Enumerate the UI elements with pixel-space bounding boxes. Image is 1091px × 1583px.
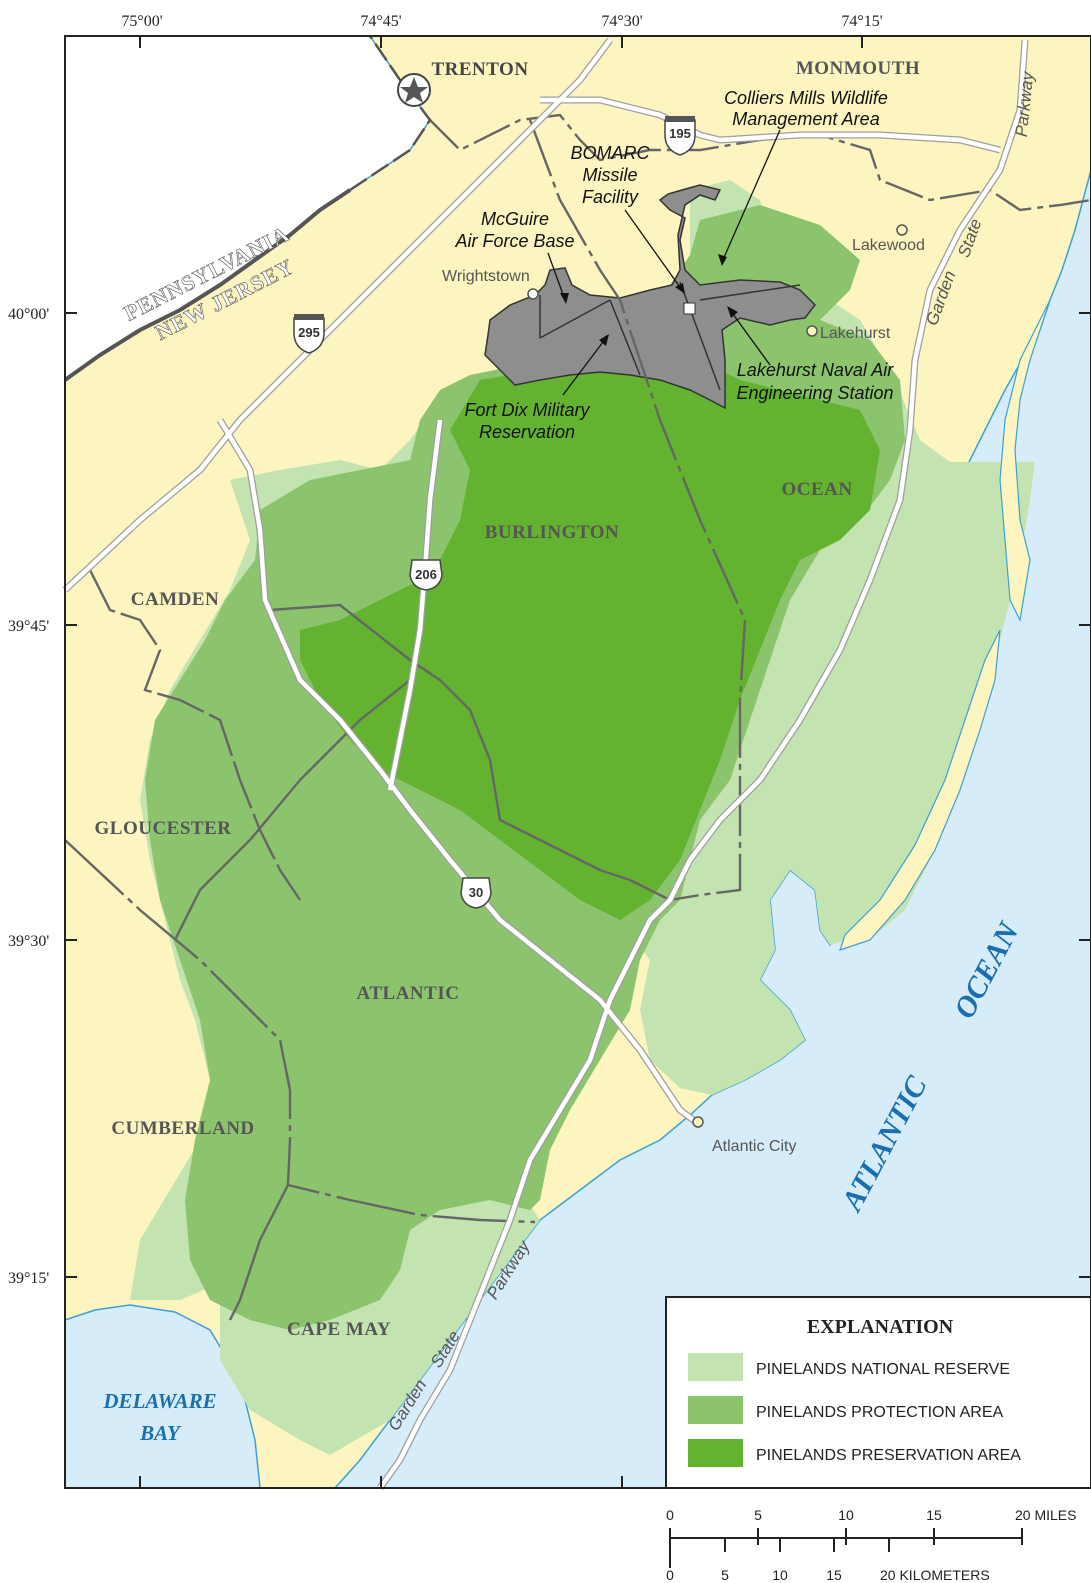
legend-label-preservation: PINELANDS PRESERVATION AREA [756,1447,1021,1464]
barrier-island-north [999,299,1051,622]
place-label-atlantic-city: Atlantic City [712,1138,796,1155]
county-label-cumberland: CUMBERLAND [111,1118,254,1139]
facility-callout-lines [547,129,781,396]
place-label-lakewood: Lakewood [852,237,925,254]
tick-label-lon-74-30: 74°30' [601,13,642,30]
us-206-label: 206 [415,567,437,582]
tick-label-lon-75-00: 75°00' [121,13,162,30]
interstate-295-label: 295 [298,325,320,340]
water-label-bay: BAY [139,1421,182,1445]
facility-label-mcguire-line2: Air Force Base [454,231,574,251]
scale-bar: 0 5 10 15 20 MILES 0 5 10 15 20 KILOMETE… [666,1507,1076,1583]
legend-label-protection: PINELANDS PROTECTION AREA [756,1404,1003,1421]
county-label-monmouth: MONMOUTH [796,58,920,79]
facility-label-fortdix-line2: Reservation [479,422,575,442]
preservation-area [300,350,880,920]
place-label-trenton: TRENTON [431,59,528,80]
scale-km-15: 15 [826,1567,842,1583]
facility-label-lakehurst-line1: Lakehurst Naval Air [737,360,894,380]
tick-label-lat-40-00: 40°00' [8,306,49,323]
legend-swatch-reserve [688,1353,743,1381]
facility-label-colliers-line1: Colliers Mills Wildlife [724,88,888,108]
tick-label-lon-74-45: 74°45' [360,13,401,30]
scale-km-20: 20 KILOMETERS [880,1567,990,1583]
legend-title: EXPLANATION [807,1316,954,1338]
tick-label-lat-39-45: 39°45' [8,618,49,635]
facility-label-bomarc-line1: BOMARC [570,143,650,163]
facility-label-lakehurst-line2: Engineering Station [736,383,893,403]
place-label-lakehurst: Lakehurst [820,325,891,342]
facility-label-bomarc-line3: Facility [582,187,639,207]
county-label-cape-may: CAPE MAY [287,1319,391,1340]
interstate-295-shield: 295 [293,314,325,354]
legend-box: EXPLANATION PINELANDS NATIONAL RESERVE P… [665,1296,1091,1489]
scale-km-10: 10 [772,1567,788,1583]
place-label-wrightstown: Wrightstown [442,268,530,285]
lakewood-marker [896,224,908,236]
barrier-island-south [839,629,1001,951]
water-label-delaware: DELAWARE [102,1389,216,1413]
tick-label-lat-39-15: 39°15' [8,1270,49,1287]
scale-miles-0: 0 [666,1507,674,1523]
scale-miles-5: 5 [754,1507,762,1523]
scale-km-0: 0 [666,1567,674,1583]
us-30-label: 30 [469,885,483,900]
county-label-burlington: BURLINGTON [485,522,620,543]
county-label-ocean: OCEAN [781,479,852,500]
county-label-gloucester: GLOUCESTER [95,818,232,839]
legend-swatch-protection [688,1396,743,1424]
legend-swatch-preservation [688,1439,743,1467]
interstate-195-label: 195 [669,126,691,141]
facility-label-colliers-line2: Management Area [732,109,879,129]
atlantic-city-marker [692,1116,704,1128]
bomarc-marker [683,302,696,315]
tick-label-lat-39-30: 39°30' [8,933,49,950]
us-206-shield: 206 [409,559,443,591]
scale-miles-20: 20 MILES [1015,1507,1076,1523]
tick-label-lon-74-15: 74°15' [841,13,882,30]
facility-label-fortdix-line1: Fort Dix Military [465,400,591,420]
scale-miles-15: 15 [926,1507,942,1523]
county-label-camden: CAMDEN [131,589,220,610]
facility-label-mcguire-line1: McGuire [481,209,549,229]
lakehurst-marker [806,325,818,337]
facility-callout-arrows [560,254,738,346]
legend-label-reserve: PINELANDS NATIONAL RESERVE [756,1361,1010,1378]
map-frame [64,35,1091,1489]
state-boundary [63,188,352,382]
scale-miles-10: 10 [838,1507,854,1523]
us-30-shield: 30 [460,877,492,909]
wrightstown-marker [527,288,539,300]
interstate-195-shield: 195 [664,116,696,156]
facility-label-bomarc-line2: Missile [582,165,637,185]
county-label-atlantic: ATLANTIC [357,983,460,1004]
roads [62,37,1029,1491]
scale-km-5: 5 [721,1567,729,1583]
star-icon [400,77,428,103]
